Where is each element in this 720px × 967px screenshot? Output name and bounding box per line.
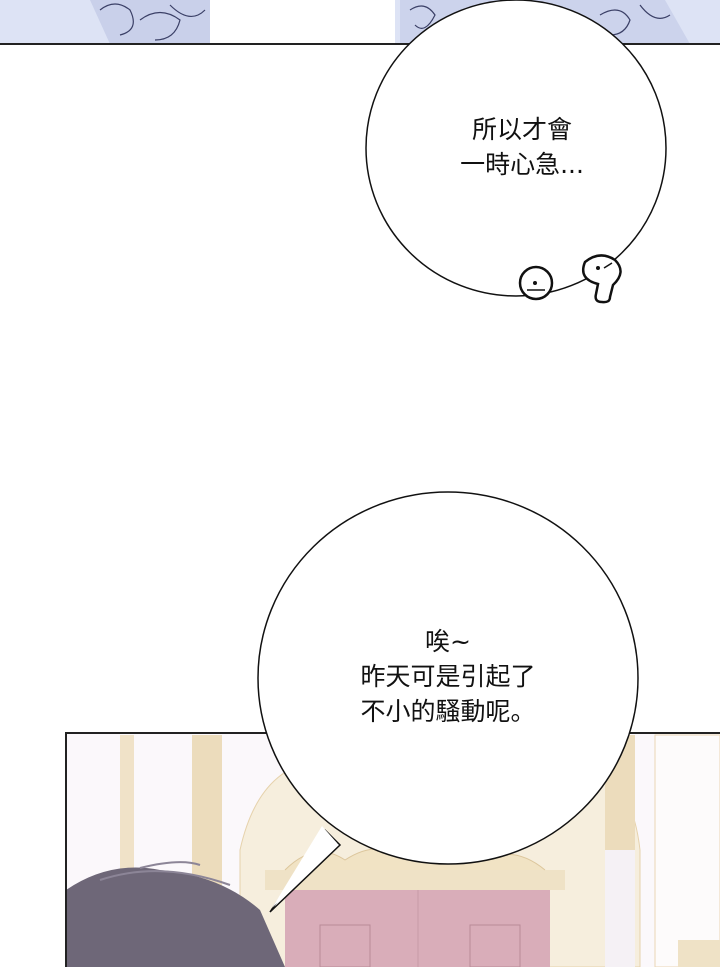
speech-bubble-top [365,0,667,304]
bubble-bottom-line: 昨天可是引起了 [360,662,536,691]
speech-bubble-bottom [257,491,639,913]
bubble-bottom-text: 唉~ 昨天可是引起了 不小的騷動呢。 [258,624,638,729]
bubble-top-line: 所以才會 [471,115,572,144]
bubble-bottom-line: 唉~ [425,627,471,656]
bubble-bottom-line: 不小的騷動呢。 [360,697,536,726]
top-panel [0,0,720,45]
bubble-top-text: 所以才會 一時心急... [372,112,672,182]
bubble-top-line: 一時心急... [460,150,584,179]
